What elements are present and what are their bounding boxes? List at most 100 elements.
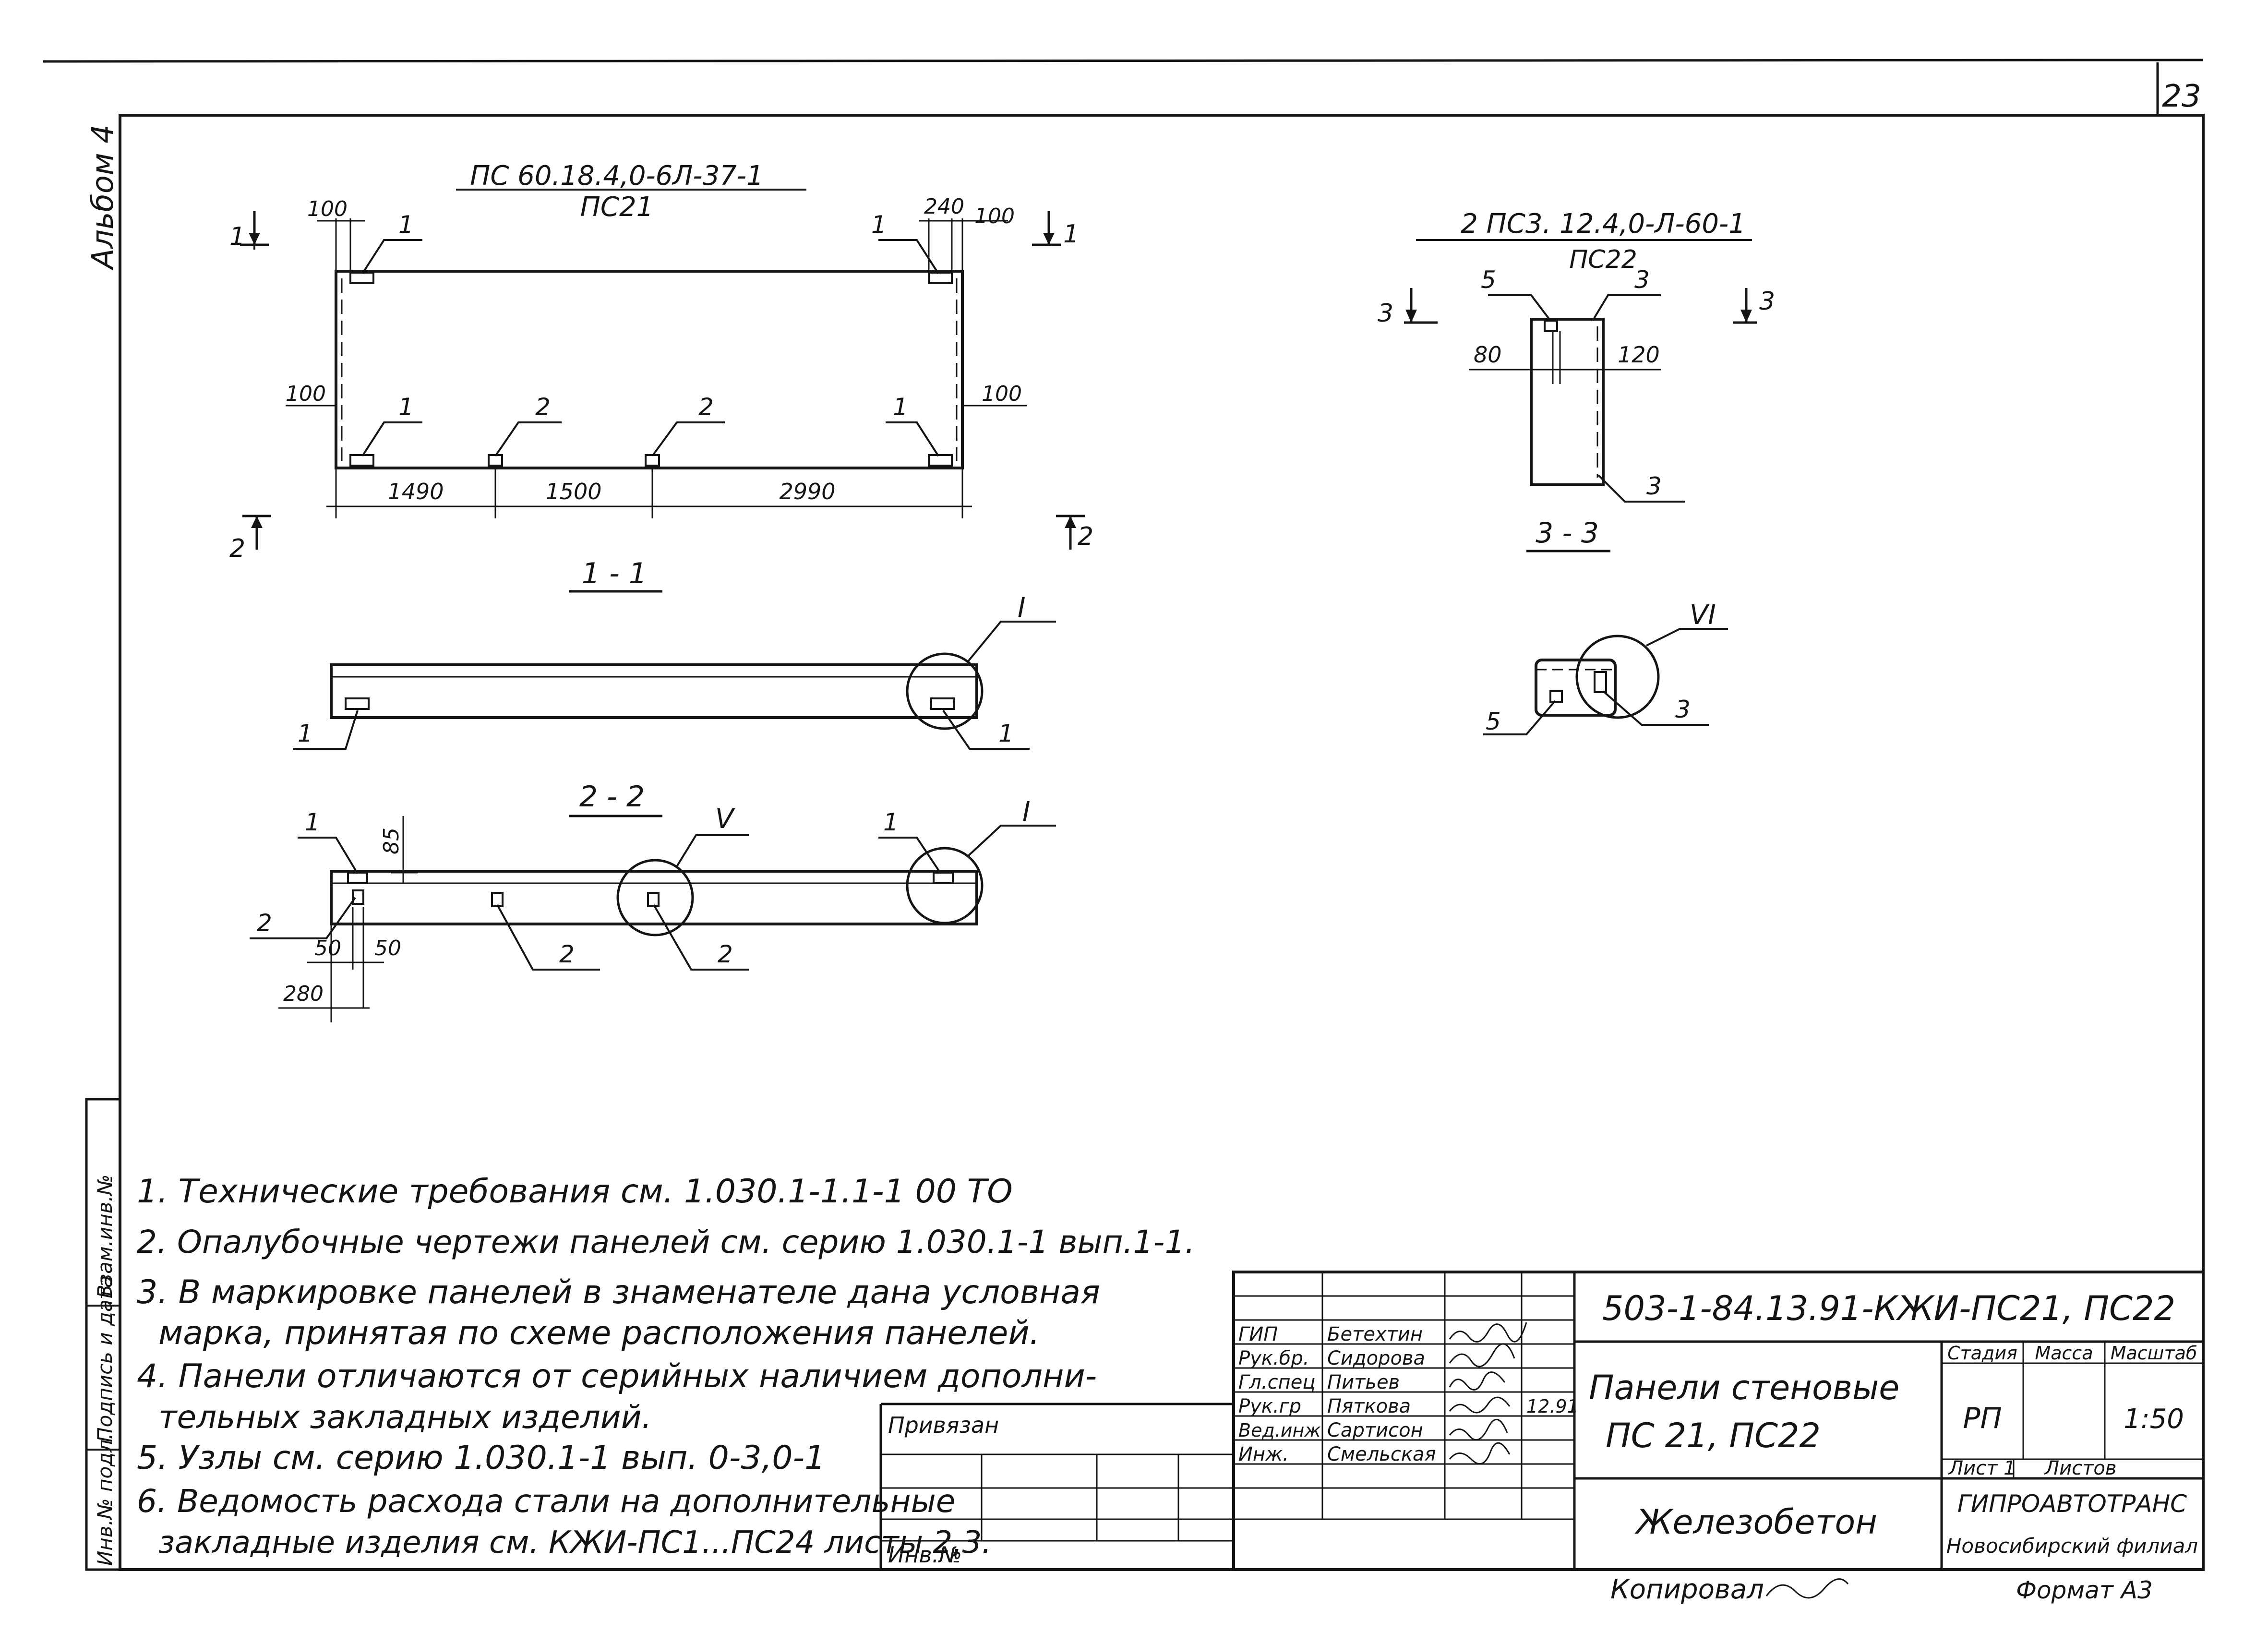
tb-scale-header: Масштаб xyxy=(2111,1343,2197,1364)
section-2-2-leader-top-left: 1 xyxy=(305,808,320,836)
tb-org-line1: ГИПРОАВТОТРАНС xyxy=(1957,1490,2187,1518)
pc21-dim-side-right: 100 xyxy=(982,382,1022,406)
node-vi-leader-right: 3 xyxy=(1675,696,1691,723)
pc21-mark: ПС 60.18.4,0-6Л-37-1 xyxy=(470,160,763,192)
section-1-1-title: 1 - 1 xyxy=(582,557,647,590)
tb-name-4: Пяткова xyxy=(1327,1395,1411,1417)
tb-date: 12.91 xyxy=(1526,1396,1579,1417)
signature-4 xyxy=(1449,1396,1511,1414)
pc22-dim-right: 120 xyxy=(1618,342,1660,368)
tb-code: 503-1-84.13.91-КЖИ-ПС21, ПС22 xyxy=(1602,1289,2175,1328)
tb-role-2: Рук.бр. xyxy=(1238,1347,1309,1369)
signature-1 xyxy=(1449,1322,1527,1343)
pc21-condition-mark: ПС21 xyxy=(580,192,653,223)
pc21-leader-top-left: 1 xyxy=(398,211,414,239)
tb-role-4: Рук.гр xyxy=(1238,1395,1301,1417)
panel-pc22: 2 ПС3. 12.4,0-Л-60-1 ПС22 80 120 5 3 3 3… xyxy=(1378,208,1775,503)
node-vi-mark: VI xyxy=(1690,600,1716,631)
tb-sheet-label: Лист 1 xyxy=(1948,1457,2016,1479)
pc21-leader-top-right: 1 xyxy=(871,211,887,239)
pc21-dim-embed-width: 240 xyxy=(924,194,964,219)
tb-name-6: Смельская xyxy=(1327,1443,1436,1465)
pc22-cut-right: 3 xyxy=(1759,287,1775,316)
section-3-3-title: 3 - 3 xyxy=(1536,516,1599,549)
section-2-2-title: 2 - 2 xyxy=(579,780,645,814)
node-vi-leader-left: 5 xyxy=(1486,708,1501,735)
tb-stage-header: Стадия xyxy=(1947,1343,2017,1364)
tb-inv-no: Инв.№ xyxy=(888,1542,962,1568)
pc21-leader-bottom-mid1: 2 xyxy=(535,393,551,421)
note-3-cont: марка, принятая по схеме расположения па… xyxy=(158,1314,1040,1352)
pc21-leader-bottom-right: 1 xyxy=(893,393,908,421)
title-block: ГИП Рук.бр. Гл.спец Рук.гр Вед.инж Инж. … xyxy=(879,1271,2205,1571)
kopiroval-label: Копировал xyxy=(1610,1574,1764,1605)
note-1: 1. Технические требования см. 1.030.1-1.… xyxy=(137,1173,1013,1211)
pc22-leader-top-left: 5 xyxy=(1481,266,1496,294)
tb-scale: 1:50 xyxy=(2124,1404,2184,1435)
signature-5 xyxy=(1449,1418,1508,1440)
section-2-2-dim-a: 50 xyxy=(314,936,341,960)
tb-material: Железобетон xyxy=(1634,1502,1877,1542)
tb-mass-header: Масса xyxy=(2035,1343,2093,1364)
pc21-cut2-right: 2 xyxy=(1078,522,1093,551)
pc21-leader-bottom-mid2: 2 xyxy=(698,393,714,421)
section-2-2-leader-bottom-right: 2 xyxy=(718,940,733,968)
tb-role-6: Инж. xyxy=(1238,1443,1289,1465)
note-4-cont: тельных закладных изделий. xyxy=(158,1399,652,1436)
pc22-leader-bottom: 3 xyxy=(1646,472,1662,500)
tb-title-line1: Панели стеновые xyxy=(1589,1368,1899,1407)
album-label: Альбом 4 xyxy=(85,124,120,271)
section-2-2-dim-height: 85 xyxy=(379,828,404,854)
side-stamp-inv: Инв.№ подл. xyxy=(93,1433,117,1566)
tb-role-5: Вед.инж xyxy=(1238,1420,1321,1441)
tb-name-5: Сартисон xyxy=(1327,1419,1423,1441)
signature-2 xyxy=(1449,1343,1515,1368)
node-vi: VI 5 3 xyxy=(1483,600,1728,735)
inner-frame xyxy=(119,114,2205,1571)
format-label: Формат А3 xyxy=(2016,1576,2153,1604)
tb-sheets-label: Листов xyxy=(2044,1457,2116,1479)
tb-stage: РП xyxy=(1963,1402,2002,1435)
section-2-2-dim-b: 50 xyxy=(374,936,401,960)
side-stamp-vzam: Взам.инв.№ xyxy=(93,1175,117,1298)
section-1-1-leader-right: 1 xyxy=(998,720,1014,747)
pc21-leader-bottom-left: 1 xyxy=(398,393,414,421)
tb-name-1: Бетехтин xyxy=(1327,1323,1423,1345)
pc21-dim-left-edge: 100 xyxy=(307,197,348,221)
note-4: 4. Панели отличаются от серийных наличие… xyxy=(137,1357,1097,1395)
section-1-1-leader-left: 1 xyxy=(298,720,313,747)
pc21-dim-right-edge: 100 xyxy=(974,204,1015,228)
pc21-cut1-right: 1 xyxy=(1063,220,1079,249)
section-2-2: 2 - 2 85 50 50 280 1 2 1 I V xyxy=(250,780,1056,1022)
signature-3 xyxy=(1449,1371,1506,1391)
pc21-dim-span1: 1490 xyxy=(387,479,444,504)
section-2-2-leader-bottom-mid: 2 xyxy=(559,940,575,968)
note-6: 6. Ведомость расхода стали на дополнител… xyxy=(137,1483,955,1520)
pc22-dim-left: 80 xyxy=(1474,342,1502,368)
panel-pc21-plan: ПС 60.18.4,0-6Л-37-1 ПС21 100 240 100 10… xyxy=(229,160,1093,563)
tb-name-2: Сидорова xyxy=(1327,1347,1425,1369)
pc21-dim-side-left: 100 xyxy=(286,382,326,406)
pc21-cut1-left: 1 xyxy=(229,222,245,251)
tb-privyazan: Привязан xyxy=(888,1412,999,1438)
section-2-2-leader-top-right: 1 xyxy=(883,808,899,836)
section-2-2-dim-c: 280 xyxy=(283,982,324,1006)
pc21-cut2-left: 2 xyxy=(229,534,245,563)
section-1-1-node-mark: I xyxy=(1018,592,1026,624)
note-3: 3. В маркировке панелей в знаменателе да… xyxy=(137,1273,1100,1311)
tb-name-3: Питьев xyxy=(1327,1371,1400,1393)
side-stamp-podpis: Подпись и дата xyxy=(93,1275,117,1442)
notes: 1. Технические требования см. 1.030.1-1.… xyxy=(137,1173,1195,1560)
section-2-2-node-mark-v: V xyxy=(715,804,735,835)
section-1-1: 1 - 1 I 1 1 xyxy=(293,557,1056,750)
pc22-condition-mark: ПС22 xyxy=(1569,245,1637,274)
pc22-mark: 2 ПС3. 12.4,0-Л-60-1 xyxy=(1461,208,1746,240)
note-2: 2. Опалубочные чертежи панелей см. серию… xyxy=(137,1224,1195,1260)
section-2-2-node-mark-i: I xyxy=(1022,796,1031,828)
kopiroval-signature xyxy=(1765,1578,1849,1599)
pc22-cut-left: 3 xyxy=(1378,299,1393,328)
note-6-cont: закладные изделия см. КЖИ-ПС1...ПС24 лис… xyxy=(158,1525,992,1560)
pc21-dim-span2: 1500 xyxy=(545,479,601,504)
tb-role-1: ГИП xyxy=(1238,1323,1278,1345)
